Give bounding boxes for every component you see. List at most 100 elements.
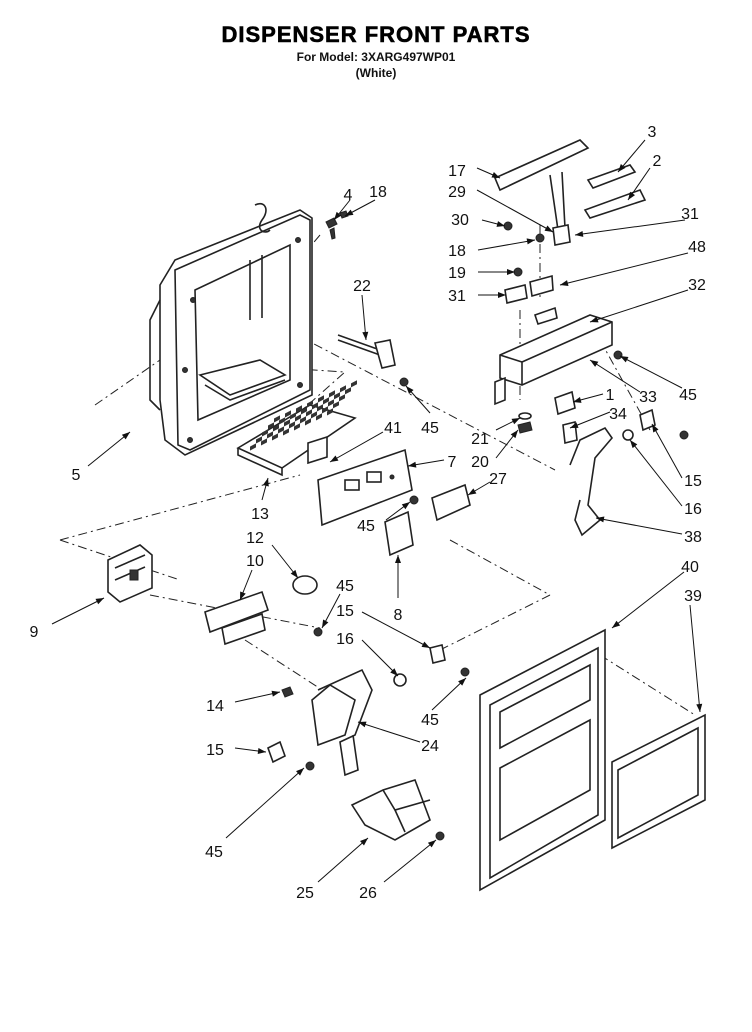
leader-arrowhead-c22: [362, 331, 369, 340]
bracket-27: [384, 483, 471, 557]
color-line: (White): [355, 66, 397, 80]
leader-arrowhead-c3: [618, 163, 626, 172]
leader-arrowhead-c19: [507, 269, 515, 275]
leader-arrowhead-c29: [544, 225, 553, 232]
callout-c40: 40: [681, 559, 699, 576]
leader-arrowhead-c45d: [322, 619, 329, 628]
leader-line-c45f: [225, 767, 305, 839]
leader-arrowhead-c18b: [526, 238, 535, 245]
callout-c32: 32: [688, 277, 706, 294]
lever-24: [281, 668, 373, 777]
grille-slot: [327, 408, 333, 416]
leader-arrowhead-c34: [570, 422, 579, 428]
grille-slot: [285, 410, 291, 418]
solenoid-assembly: [517, 390, 578, 444]
dispenser-door-panel: [479, 628, 706, 892]
leader-arrowhead-c16a: [630, 440, 638, 449]
callout-c24: 24: [421, 738, 439, 755]
grille-slot: [333, 401, 339, 409]
leader-line-c48: [559, 252, 689, 286]
screw-set-top: [325, 210, 349, 240]
callout-c10: 10: [246, 553, 264, 570]
leader-arrowhead-c5: [121, 432, 130, 440]
leader-arrowhead-c40: [612, 620, 621, 628]
callout-c15a: 15: [684, 473, 702, 490]
leader-line-c5: [87, 431, 131, 467]
leader-line-c32: [589, 289, 689, 323]
leader-arrowhead-c15c: [257, 748, 266, 754]
leader-line-c40: [611, 571, 685, 629]
grille-slot: [268, 422, 274, 430]
grille-slot: [316, 413, 322, 421]
callout-c45a: 45: [421, 420, 439, 437]
callout-c48: 48: [688, 239, 706, 256]
grille-slot: [272, 433, 278, 441]
drip-tray-grille: [236, 380, 357, 477]
grille-slot: [340, 385, 346, 393]
callout-c8: 8: [394, 607, 403, 624]
leader-line-c24: [357, 721, 421, 743]
callout-c20: 20: [471, 454, 489, 471]
leader-arrowhead-c38: [596, 516, 605, 523]
leader-arrowhead-c45c: [401, 502, 410, 510]
callout-c18a: 18: [369, 184, 387, 201]
leader-arrowhead-c27: [468, 488, 477, 495]
grille-slot: [295, 414, 301, 422]
grille-slot: [267, 431, 273, 439]
leader-arrowhead-c30: [496, 221, 505, 227]
callout-c30: 30: [451, 212, 469, 229]
grille-slot: [318, 395, 324, 403]
leader-line-c38: [595, 517, 683, 535]
grille-slot: [322, 406, 328, 414]
lever-38: [569, 408, 689, 537]
leader-arrowhead-c2: [628, 191, 636, 200]
callout-c14: 14: [206, 698, 224, 715]
callout-c19: 19: [448, 265, 466, 282]
leader-line-c16a: [629, 439, 683, 507]
leader-arrowhead-c16b: [390, 668, 398, 676]
callout-c45e: 45: [421, 712, 439, 729]
leader-line-c26: [383, 839, 437, 883]
grille-slot: [307, 400, 313, 408]
leader-arrowhead-c15b: [421, 641, 430, 648]
callout-c45f: 45: [205, 844, 223, 861]
callout-c33: 33: [639, 389, 657, 406]
callout-c7: 7: [448, 454, 457, 471]
grille-slot: [261, 438, 267, 446]
ice-chute: [350, 779, 445, 841]
leader-line-c33: [589, 359, 641, 393]
callout-c4: 4: [344, 187, 353, 204]
leader-line-c45b: [619, 355, 683, 389]
callout-c25: 25: [296, 885, 314, 902]
callout-c45b: 45: [679, 387, 697, 404]
grille-slot: [256, 436, 262, 444]
callout-c31a: 31: [681, 206, 699, 223]
leader-arrowhead-c31b: [498, 292, 506, 298]
callout-c27: 27: [489, 471, 507, 488]
grille-slot: [289, 421, 295, 429]
grille-slot: [296, 405, 302, 413]
grille-slot: [339, 394, 345, 402]
callout-c39: 39: [684, 588, 702, 605]
leader-arrowhead-c48: [560, 280, 569, 286]
grille-slot: [274, 415, 280, 423]
switch-cover: [107, 544, 153, 603]
leader-line-c15a: [651, 423, 683, 479]
actuator-rod: [337, 334, 409, 387]
switch-bracket: [204, 575, 323, 646]
grille-slot: [317, 404, 323, 412]
callout-c2: 2: [653, 153, 662, 170]
leader-arrowhead-c45e: [458, 678, 466, 686]
leader-line-c41: [329, 431, 384, 463]
callout-c16b: 16: [336, 631, 354, 648]
leader-arrowhead-c18a: [345, 209, 354, 216]
grille-slot: [262, 429, 268, 437]
grille-slot: [250, 443, 256, 451]
callout-c1: 1: [606, 387, 615, 404]
control-panel-plate: [307, 435, 419, 527]
leader-line-c25: [317, 837, 369, 883]
diagram-title: DISPENSER FRONT PARTS: [221, 22, 531, 48]
